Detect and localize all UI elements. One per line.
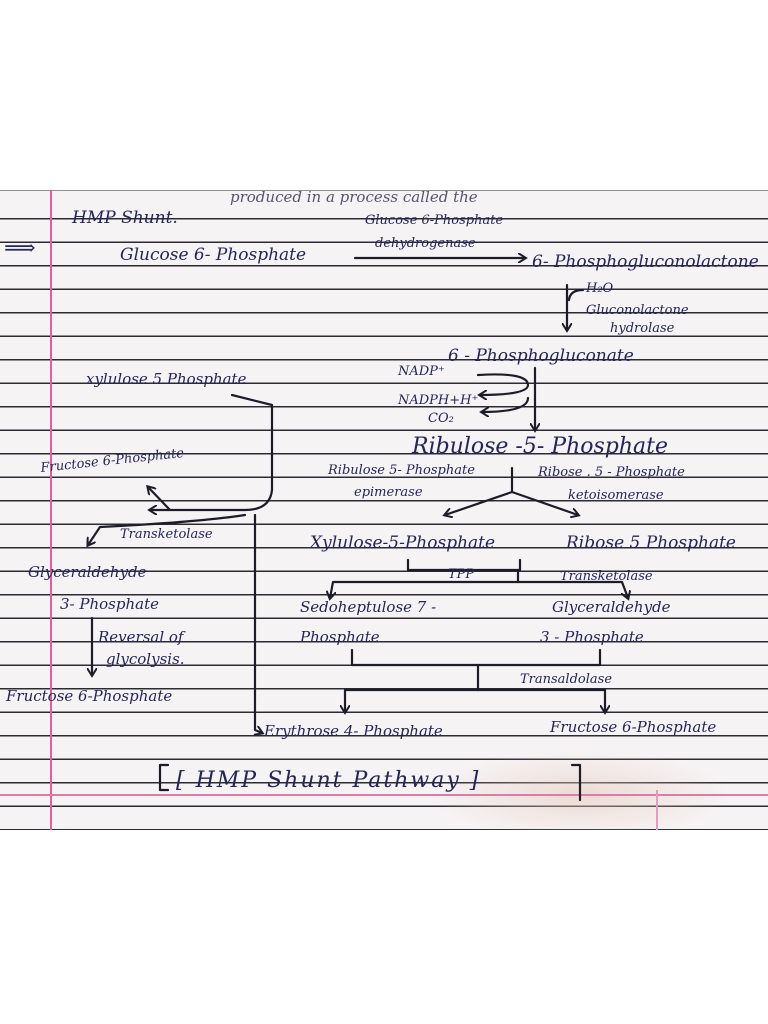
bracket-transaldolase [350, 648, 602, 667]
node-fructose-6-phosphate-bottom-left: Fructose 6-Phosphate [6, 687, 173, 705]
enzyme-epimerase-1: Ribulose 5- Phosphate [328, 463, 475, 478]
enzyme-lactonase-1: Gluconolactone [586, 303, 689, 318]
node-glucose-6-phosphate: Glucose 6- Phosphate [120, 245, 307, 265]
node-glyceraldehyde-left-2: 3- Phosphate [60, 595, 159, 613]
arrow-to-s7p [330, 580, 520, 598]
bracket-left [150, 393, 274, 510]
enzyme-transketolase-right: Transketolase [560, 569, 653, 584]
arrow-to-e4p [345, 688, 480, 712]
diagram-caption: [ HMP Shunt Pathway ] [176, 768, 481, 793]
node-ribose-5-phosphate: Ribose 5 Phosphate [566, 533, 736, 553]
arrow-to-f6p-right [476, 688, 605, 712]
enzyme-g6pd-1: Glucose 6-Phosphate [365, 213, 504, 228]
enzyme-transaldolase: Transaldolase [520, 672, 613, 687]
caption-bracket-left [158, 763, 170, 792]
arrow-to-f6p-left [148, 487, 172, 512]
node-6-phosphogluconate: 6 - Phosphogluconate [448, 346, 634, 366]
node-glyceraldehyde-right-2: 3 - Phosphate [540, 628, 644, 646]
enzyme-epimerase-2: epimerase [354, 485, 423, 500]
node-ribulose-5-phosphate: Ribulose -5- Phosphate [412, 434, 669, 459]
arrow-transketolase-left [88, 513, 247, 545]
node-erythrose-4-phosphate: Erythrose 4- Phosphate [264, 722, 443, 740]
node-glyceraldehyde-right-1: Glyceraldehyde [552, 598, 671, 616]
arrow-epimerase [445, 490, 514, 515]
bullet-arrow-icon: ⟹ [4, 236, 36, 261]
title-line: HMP Shunt. [72, 208, 178, 228]
label-tpp: TPP [448, 567, 475, 582]
arrow-nadph [482, 396, 530, 412]
node-fructose-6-phosphate-right: Fructose 6-Phosphate [550, 718, 717, 736]
arrow-isomerase [510, 490, 578, 515]
label-nadph: NADPH+H⁺ [398, 393, 479, 408]
enzyme-isomerase-2: ketoisomerase [568, 488, 664, 503]
bracket-transketolase [406, 558, 522, 572]
margin-line [50, 190, 52, 830]
node-xylulose-5-phosphate-left: xylulose 5 Phosphate [86, 370, 247, 388]
node-xylulose-5-phosphate-mid: Xylulose-5-Phosphate [310, 533, 496, 553]
node-sedoheptulose-2: Phosphate [300, 628, 380, 646]
enzyme-isomerase-1: Ribose . 5 - Phosphate [538, 465, 685, 480]
line-to-erythrose [255, 513, 262, 733]
arrow-h2o [567, 288, 585, 302]
enzyme-transketolase-left: Transketolase [120, 527, 213, 542]
notebook-page [0, 190, 768, 830]
caption-bracket-right [570, 763, 582, 802]
enzyme-g6pd-2: dehydrogenase [375, 236, 476, 251]
top-fragment: produced in a process called the [230, 188, 478, 206]
enzyme-lactonase-2: hydrolase [610, 321, 675, 336]
label-reversal-2: glycolysis. [106, 650, 185, 668]
arrow-to-gap-right [516, 580, 628, 598]
label-reversal-1: Reversal of [98, 628, 184, 646]
node-glyceraldehyde-left-1: Glyceraldehyde [28, 563, 147, 581]
bottom-margin-line [0, 794, 768, 796]
label-h2o: H₂O [586, 281, 614, 296]
label-co2: CO₂ [428, 411, 454, 426]
margin-line-right [656, 790, 658, 830]
arrow-nadp [476, 373, 530, 395]
node-sedoheptulose-1: Sedoheptulose 7 - [300, 598, 437, 616]
node-6-phosphogluconolactone: 6- Phosphogluconolactone [532, 252, 759, 272]
label-nadp: NADP⁺ [398, 364, 445, 379]
